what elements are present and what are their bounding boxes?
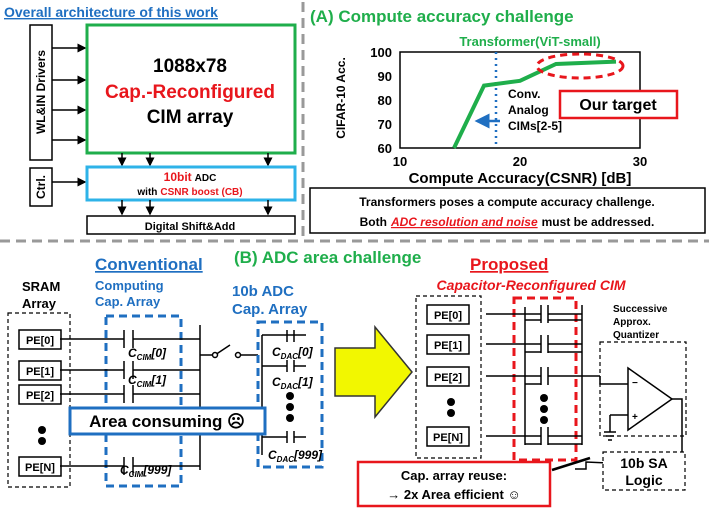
pe-box — [426, 334, 470, 355]
array-size: 1088x78 — [153, 56, 227, 77]
ctrl-block — [29, 167, 53, 207]
x-tick-label: 30 — [633, 154, 647, 169]
computing-wires — [60, 325, 201, 475]
conv-analog-label: Conv. Analog CIMs[2-5] — [508, 87, 562, 133]
cim-array-block — [85, 23, 297, 155]
ellipsis-dot — [447, 398, 455, 406]
array-name: CIM array — [147, 107, 234, 128]
pe-label: PE[2] — [26, 390, 54, 402]
c-dac-999-label: CDAC[999] — [268, 448, 323, 464]
x-tick-label: 20 — [513, 154, 527, 169]
c-cim-999-label: CCIM[999] — [120, 463, 172, 479]
feedback-bus — [551, 456, 591, 472]
ellipsis-dot — [38, 437, 46, 445]
y-tick-label: 90 — [378, 69, 392, 84]
c-cim-1-label: CCIM[1] — [128, 373, 167, 389]
area-consuming-label: Area consuming ☹ — [89, 412, 245, 431]
ellipsis-dot — [286, 403, 294, 411]
ellipsis-dot — [286, 414, 294, 422]
pe-box — [426, 366, 470, 387]
series-label: Transformer(ViT-small) — [459, 34, 600, 49]
driver-arrows — [52, 43, 87, 145]
proposed-title: Proposed — [470, 255, 548, 274]
c-dac-0-label: CDAC[0] — [272, 345, 314, 361]
ellipsis-dot — [286, 392, 294, 400]
target-ellipse — [535, 52, 625, 80]
comparator-icon — [627, 366, 674, 432]
drivers-label: WL&IN Drivers — [34, 50, 48, 134]
ellipsis-dot — [540, 405, 548, 413]
reuse-box — [356, 460, 552, 508]
array-type: Cap.-Reconfigured — [105, 82, 275, 103]
adc-to-shift-arrows — [117, 200, 273, 216]
proposed-subtitle: Capacitor-Reconfigured CIM — [436, 277, 625, 293]
conventional-title: Conventional — [95, 255, 203, 274]
y-tick-label: 80 — [378, 93, 392, 108]
target-box — [558, 89, 679, 120]
pe-label: PE[N] — [25, 462, 55, 474]
reconfig-cap-box — [512, 296, 578, 462]
comparator-minus: − — [632, 378, 638, 389]
pe-label: PE[0] — [26, 335, 54, 347]
pe-label: PE[N] — [433, 432, 463, 444]
pe-label: PE[1] — [26, 366, 54, 378]
y-tick-label: 60 — [378, 141, 392, 156]
x-ticks: 10 20 30 — [393, 154, 647, 169]
sample-switch — [200, 344, 258, 359]
ctrl-label: Ctrl. — [34, 175, 48, 199]
architecture-title: Overall architecture of this work — [4, 4, 218, 20]
data-series — [452, 59, 617, 149]
ellipsis-dot — [38, 426, 46, 434]
chart-xlabel: Compute Accuracy(CSNR) [dB] — [409, 170, 632, 187]
adc-block — [85, 165, 297, 202]
pe-box — [426, 426, 470, 447]
sar-quantizer-box — [599, 341, 687, 437]
proposed-wires — [486, 305, 600, 445]
sram-array-box — [7, 312, 71, 488]
dac-cap-box — [256, 320, 324, 469]
series-line — [452, 59, 617, 149]
reuse-line-2: → 2x Area efficient ☺ — [387, 487, 520, 502]
ellipsis-dot — [447, 409, 455, 417]
pe-label: PE[1] — [434, 340, 462, 352]
note-line-1: Transformers poses a compute accuracy ch… — [359, 195, 654, 209]
ellipsis-dot — [540, 394, 548, 402]
x-tick-label: 10 — [393, 154, 407, 169]
transition-arrow — [334, 324, 413, 420]
drivers-block — [29, 24, 53, 161]
pe-label: PE[2] — [434, 372, 462, 384]
shift-add-label: Digital Shift&Add — [145, 221, 235, 233]
area-consuming-box — [68, 406, 267, 436]
array-to-adc-arrows — [117, 153, 273, 167]
y-tick-label: 100 — [370, 45, 392, 60]
comparator-plus: + — [632, 412, 638, 423]
pe-box — [426, 304, 470, 325]
note-box — [309, 187, 706, 234]
c-cim-0-label: CCIM[0] — [128, 346, 167, 362]
chart-ylabel: CIFAR-10 Acc. — [334, 57, 348, 139]
y-tick-label: 70 — [378, 117, 392, 132]
y-ticks: 60 70 80 90 100 — [370, 45, 392, 156]
reuse-line-1: Cap. array reuse: — [401, 468, 507, 483]
computing-cap-box — [104, 314, 183, 488]
shift-add-block — [86, 215, 296, 235]
ellipsis-dot — [540, 416, 548, 424]
proposed-sram-box — [415, 295, 482, 459]
area-title: (B) ADC area challenge — [234, 248, 421, 267]
accuracy-title: (A) Compute accuracy challenge — [310, 7, 574, 26]
target-label: Our target — [579, 97, 657, 114]
sa-logic-box — [602, 451, 686, 491]
pe-label: PE[0] — [434, 310, 462, 322]
c-dac-1-label: CDAC[1] — [272, 375, 314, 391]
